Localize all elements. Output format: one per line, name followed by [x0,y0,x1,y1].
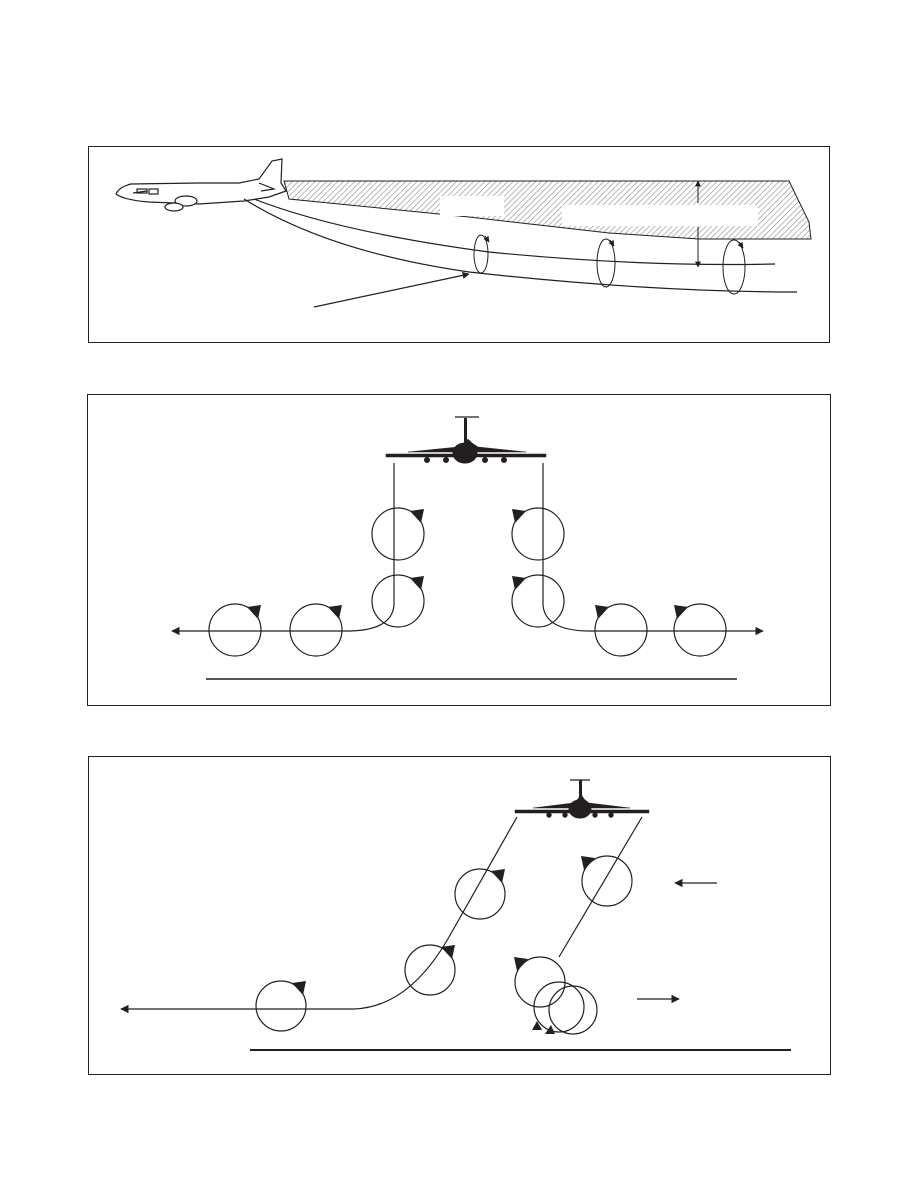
vortex-circle-r2 [511,574,565,628]
vortex-ellipse-3 [722,239,746,295]
vortex-no-wind-drawing [171,416,764,680]
vortex-circle-l4 [208,603,262,657]
vortex-path-upwind [120,816,518,1014]
vortex-circle-u1 [454,868,506,920]
vortex-circle-l3 [289,603,343,657]
vortex-path-downwind [558,816,643,958]
vortex-circle-u3 [255,980,307,1032]
vortex-trail-upper [253,198,776,266]
vortex-path-left [349,463,395,632]
vortex-circle-d4 [548,985,598,1035]
vortex-ellipse-1 [473,234,489,274]
label-box-right [562,205,758,226]
aircraft-side-icon [115,158,287,212]
rotation-arrowheads-no-wind [247,509,688,619]
wake-side-view-drawing [115,158,812,308]
rotation-arrowheads-crosswind [292,856,595,1034]
label-box-left [440,196,504,216]
vortex-circle-l2 [371,574,425,628]
aircraft-front-icon-1 [385,416,547,464]
leader-arrow [313,271,470,308]
wake-side-view-panel [88,146,830,343]
vortex-trail-lower [243,198,798,293]
vortex-circle-r3 [594,603,648,657]
vortex-ellipse-2 [596,238,616,288]
vortex-circle-u2 [404,944,456,996]
vortex-circle-r4 [673,603,727,657]
vortex-circle-d3 [533,981,585,1033]
vortex-circle-d1 [581,855,633,907]
vortex-movement-no-wind-panel [87,394,831,706]
vortex-circle-l1 [371,507,425,561]
vortex-circle-d2 [514,956,566,1008]
vortex-movement-crosswind-panel [88,756,831,1075]
vortex-circle-r1 [511,507,565,561]
aircraft-front-icon-2 [514,779,650,819]
vortex-crosswind-drawing [120,779,791,1051]
vortex-path-right [542,463,588,632]
